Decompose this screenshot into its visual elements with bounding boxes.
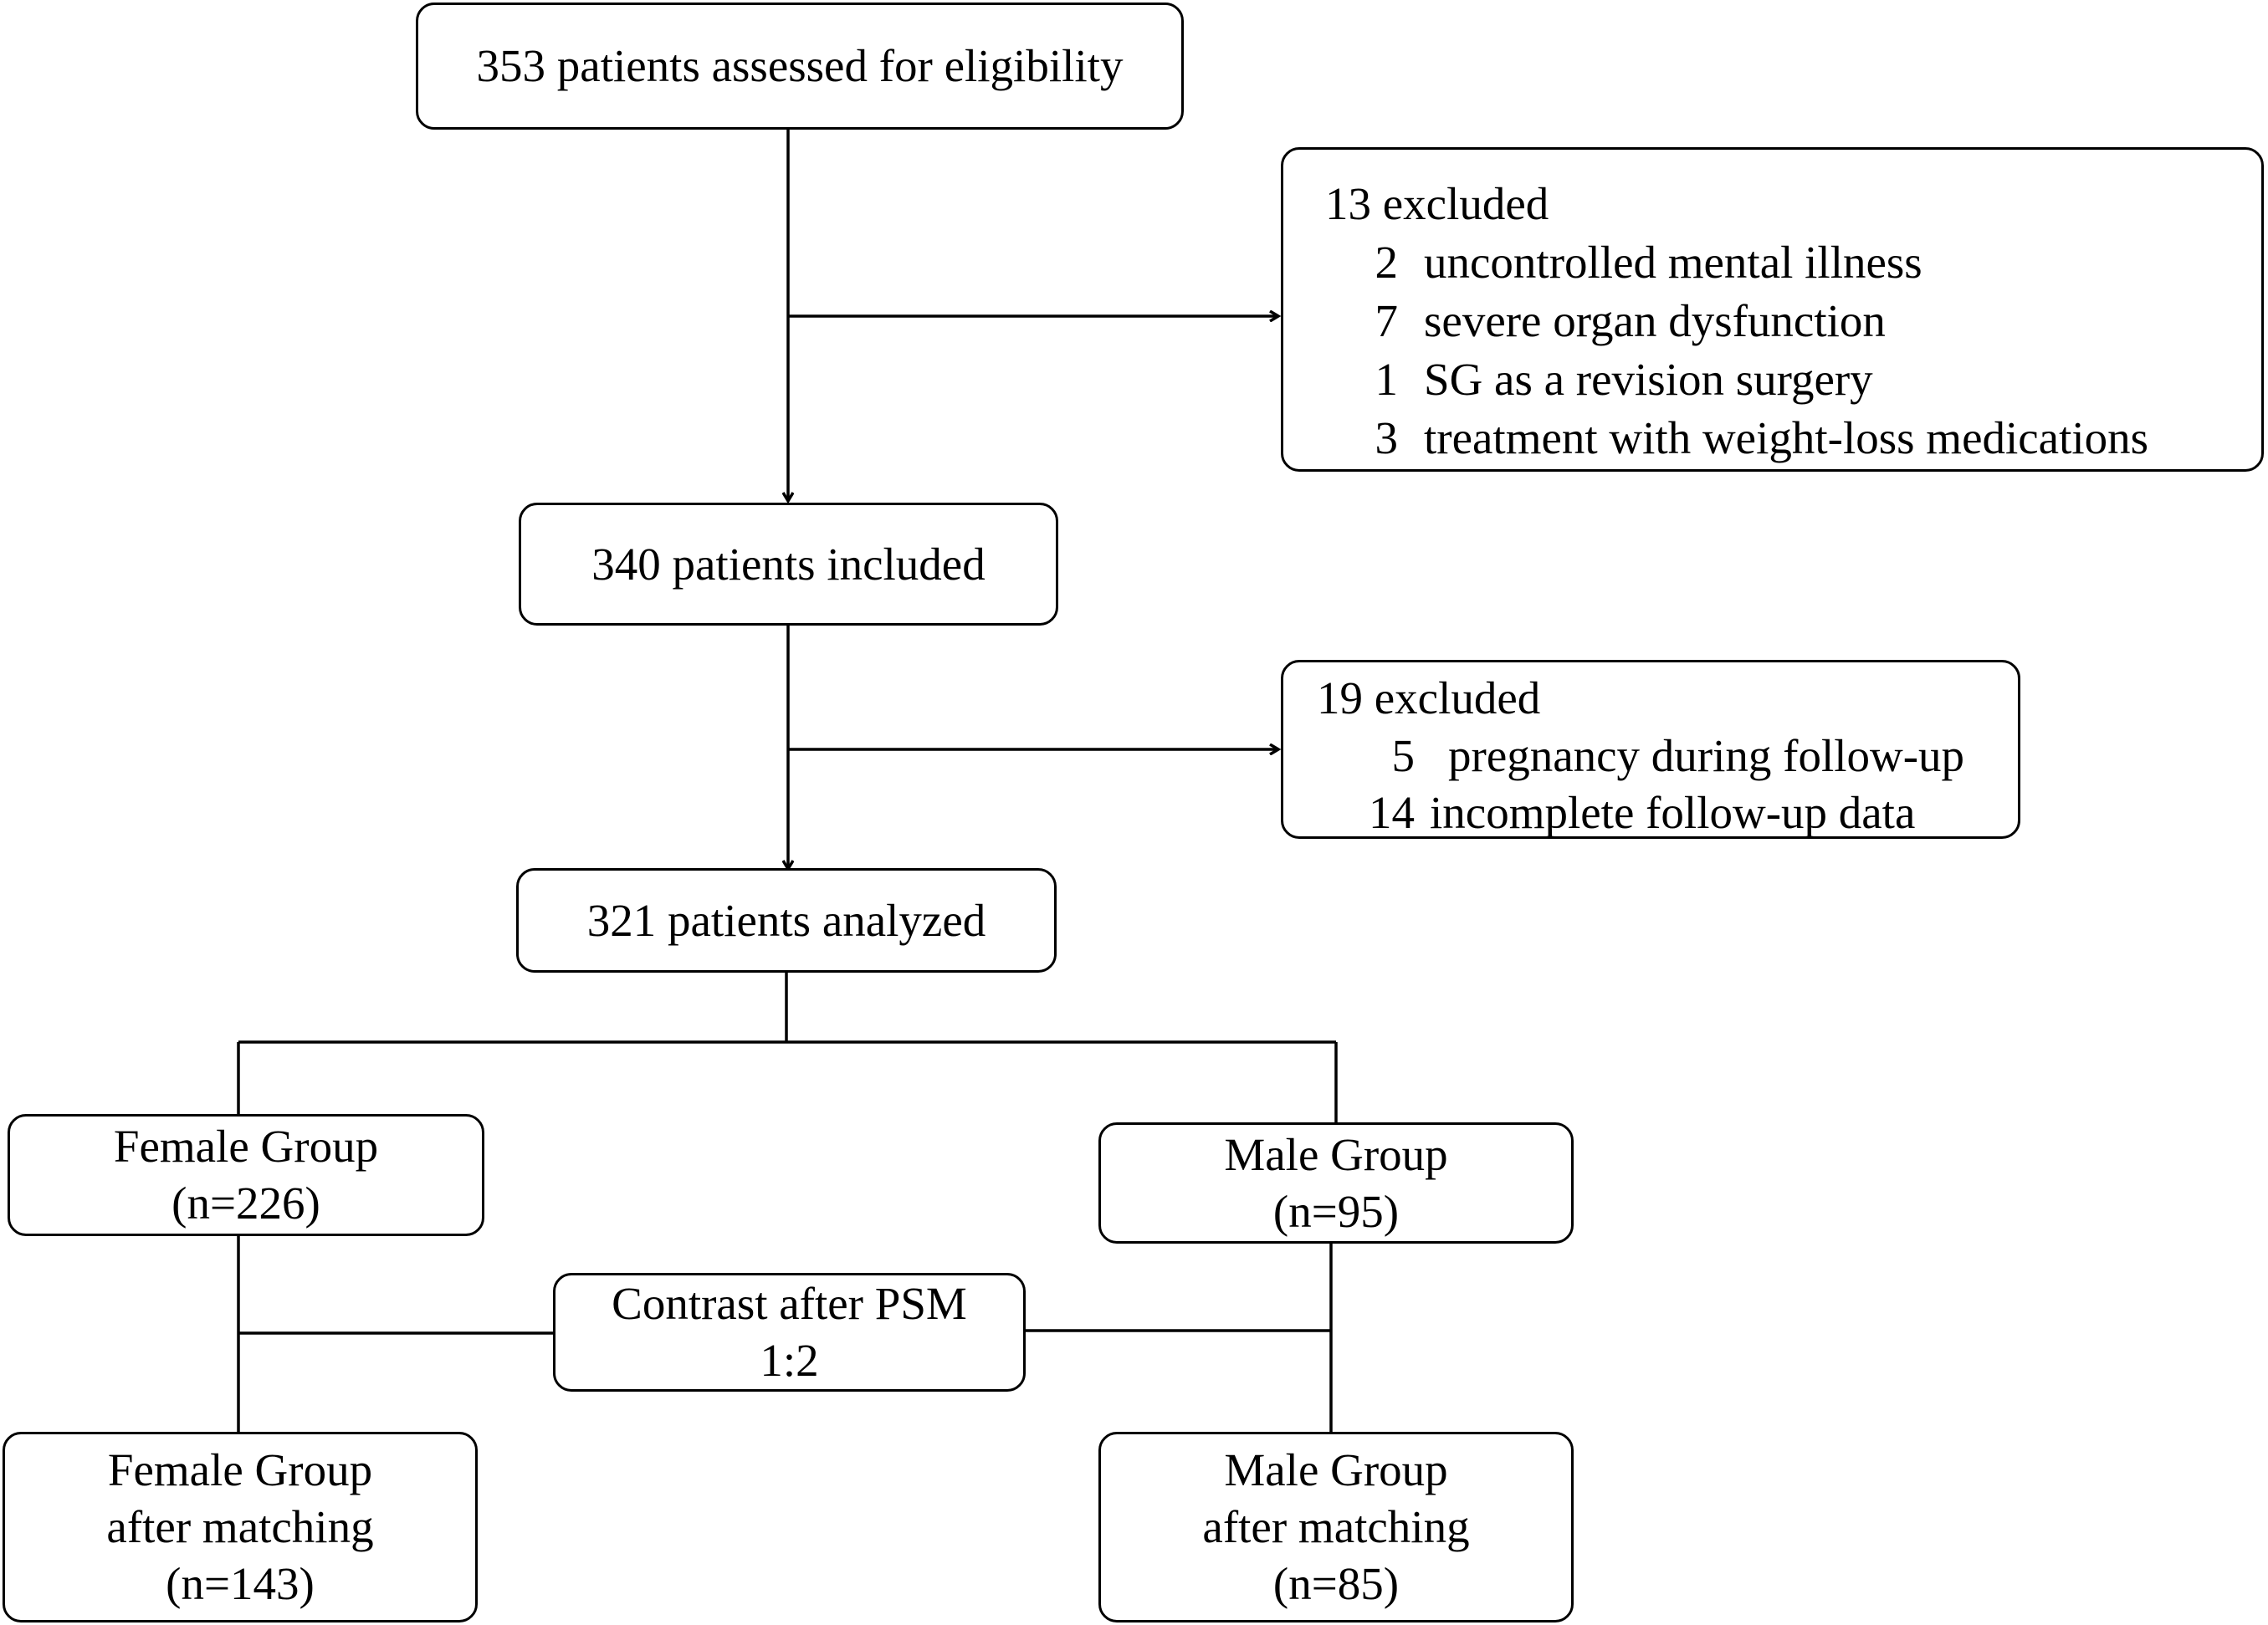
male-group-label: Male Group [1224, 1128, 1448, 1180]
excluded-1-reason: SG as a revision surgery [1424, 354, 1873, 405]
excluded-1-reason: treatment with weight-loss medications [1424, 412, 2149, 463]
excluded-2-item: 5 pregnancy during follow-up [1317, 728, 2018, 784]
node-male-matched: Male Group after matching (n=85) [1098, 1432, 1574, 1622]
excluded-1-count: 7 [1375, 295, 1399, 346]
excluded-1-item: 3 treatment with weight-loss medications [1325, 409, 2261, 468]
psm-ratio: 1:2 [760, 1335, 819, 1386]
node-male-group: Male Group (n=95) [1098, 1122, 1574, 1244]
excluded-1-count: 1 [1375, 354, 1399, 405]
node-psm: Contrast after PSM 1:2 [553, 1273, 1026, 1392]
excluded-2-count: 14 [1369, 787, 1415, 838]
node-analyzed: 321 patients analyzed [516, 868, 1057, 973]
excluded-2-item: 14 incomplete follow-up data [1317, 784, 2018, 841]
psm-label: Contrast after PSM [612, 1278, 967, 1329]
node-assessed: 353 patients assessed for eligibility [416, 3, 1184, 130]
excluded-1-item: 2 uncontrolled mental illness [1325, 233, 2261, 292]
node-female-matched: Female Group after matching (n=143) [3, 1432, 478, 1622]
female-group-n: (n=226) [172, 1178, 320, 1229]
node-included-label: 340 patients included [591, 538, 986, 590]
male-matched-n: (n=85) [1272, 1558, 1400, 1609]
excluded-2-reason: incomplete follow-up data [1430, 787, 1916, 838]
node-analyzed-label: 321 patients analyzed [586, 894, 986, 946]
male-matched-label: Male Group [1224, 1444, 1448, 1495]
node-included: 340 patients included [519, 503, 1058, 626]
excluded-1-title: 13 excluded [1325, 178, 1549, 229]
excluded-1-count: 3 [1375, 412, 1399, 463]
female-matched-n: (n=143) [166, 1558, 315, 1609]
excluded-2-count: 5 [1391, 730, 1416, 781]
excluded-2-reason: pregnancy during follow-up [1448, 730, 1965, 781]
node-excluded-2: 19 excluded 5 pregnancy during follow-up… [1281, 660, 2020, 839]
node-female-group: Female Group (n=226) [8, 1114, 484, 1236]
male-group-n: (n=95) [1272, 1185, 1400, 1237]
excluded-2-title: 19 excluded [1317, 672, 1541, 723]
excluded-1-item: 7 severe organ dysfunction [1325, 292, 2261, 350]
excluded-1-reason: uncontrolled mental illness [1424, 237, 1922, 288]
male-matched-sub: after matching [1202, 1501, 1470, 1552]
node-assessed-label: 353 patients assessed for eligibility [476, 40, 1124, 91]
female-group-label: Female Group [113, 1121, 379, 1172]
female-matched-sub: after matching [106, 1501, 374, 1552]
excluded-1-count: 2 [1375, 237, 1399, 288]
excluded-1-item: 1 SG as a revision surgery [1325, 350, 2261, 409]
female-matched-label: Female Group [107, 1444, 373, 1495]
excluded-1-reason: severe organ dysfunction [1424, 295, 1886, 346]
node-excluded-1: 13 excluded 2 uncontrolled mental illnes… [1281, 147, 2264, 472]
